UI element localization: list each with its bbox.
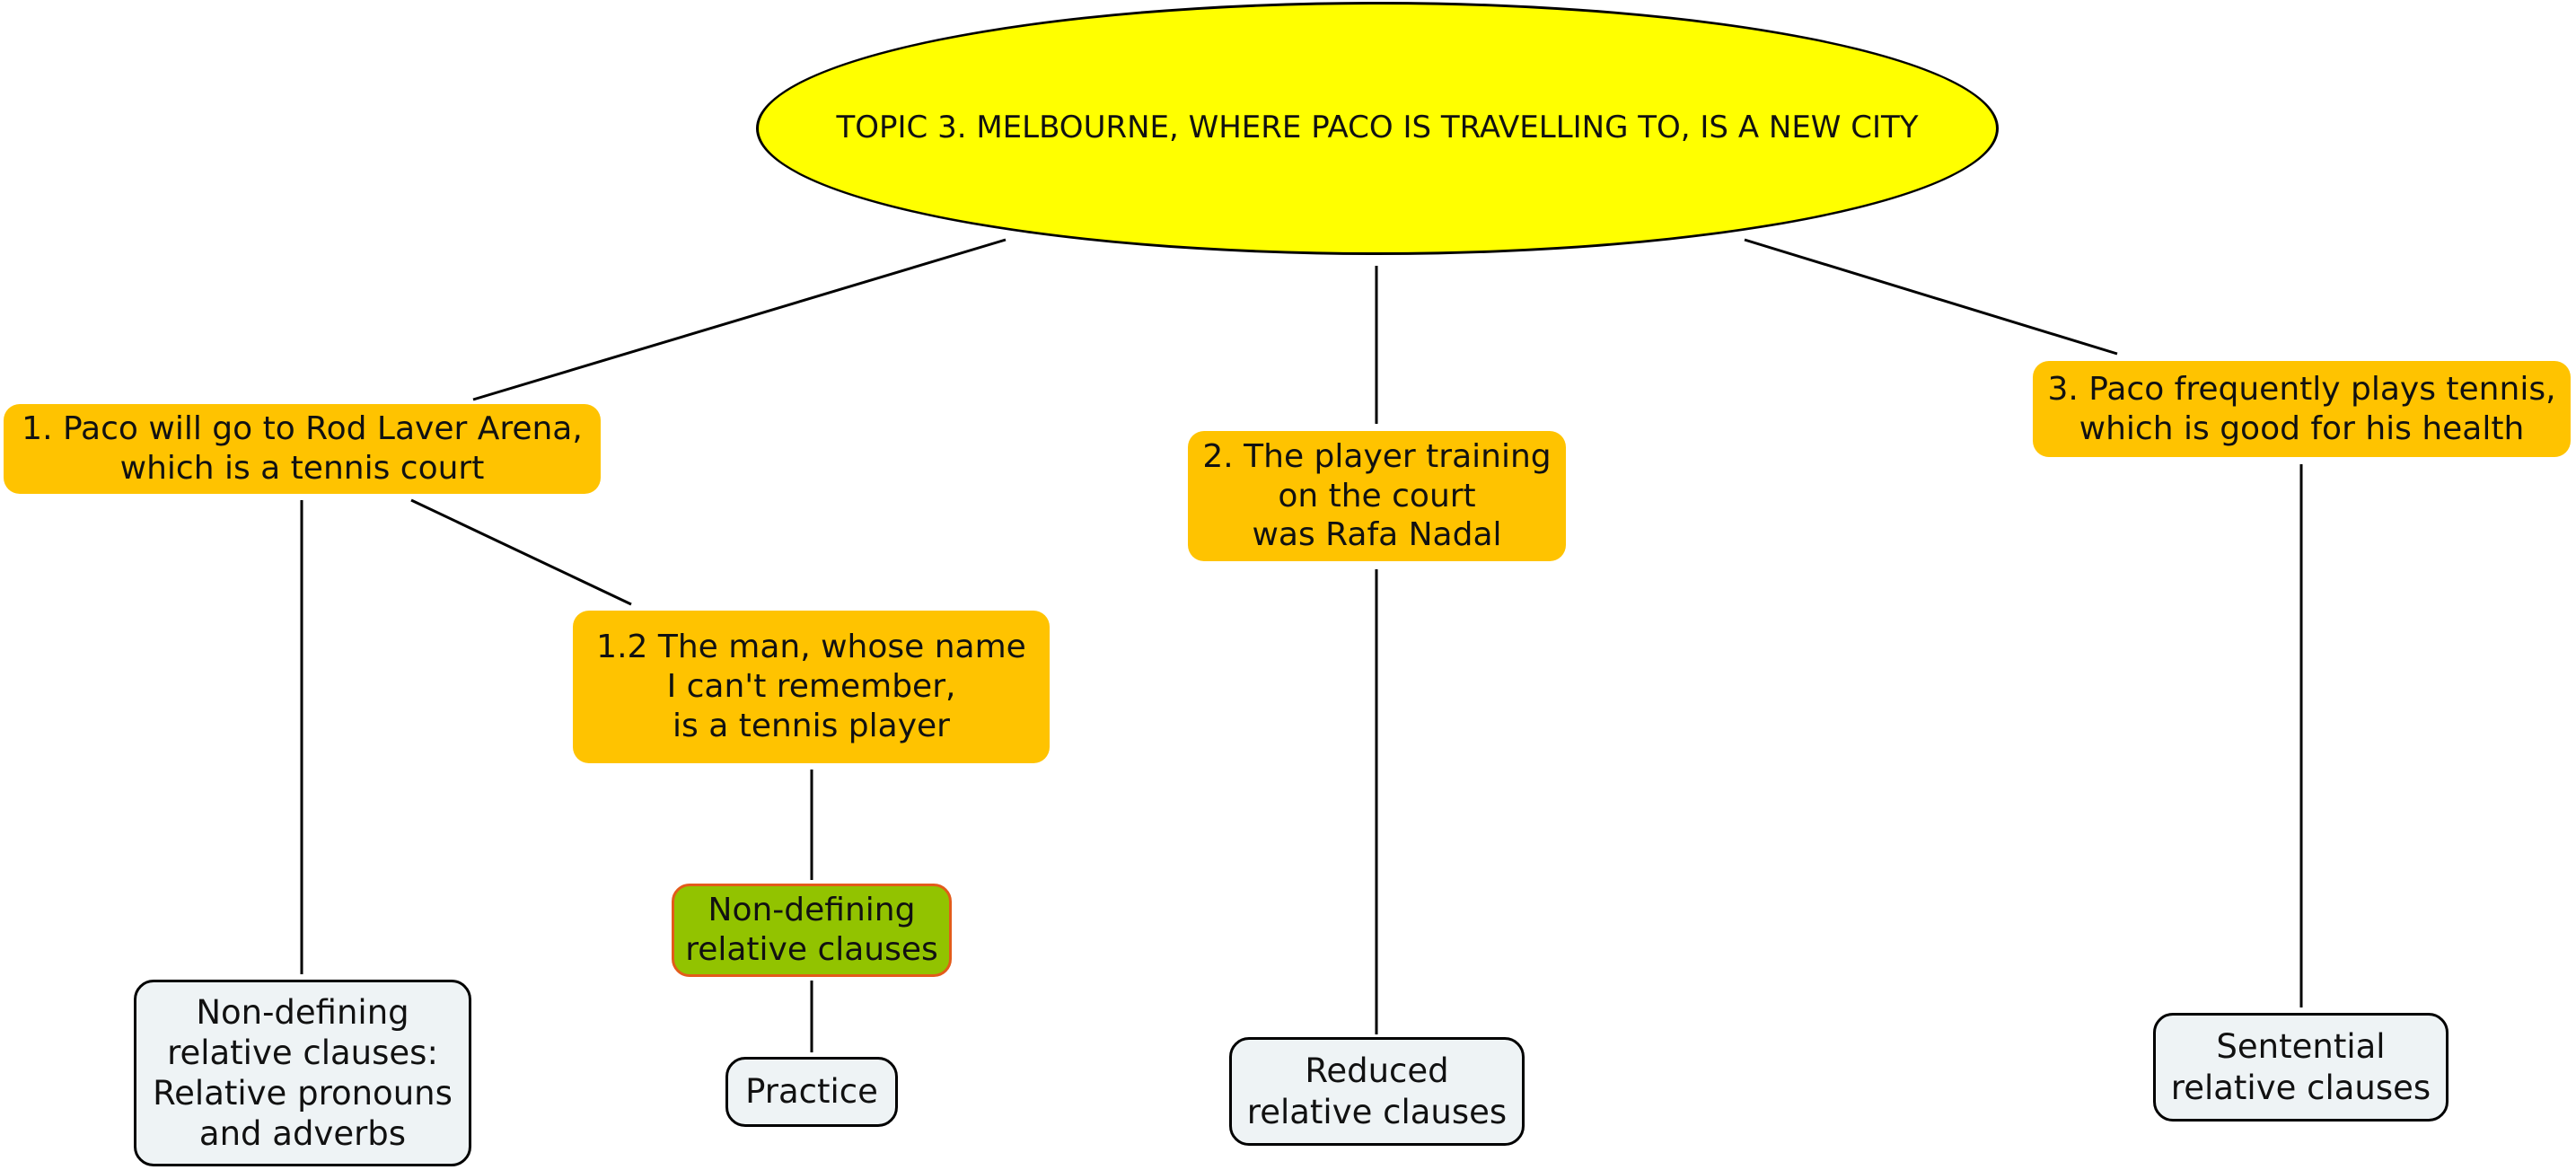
relative-pronouns-label: Non-defining relative clauses: Relative … [153,992,453,1154]
link-branch1-branch1-2 [410,498,632,606]
branch-1-2-node[interactable]: 1.2 The man, whose name I can't remember… [573,611,1050,763]
branch-3-label: 3. Paco frequently plays tennis, which i… [2047,370,2556,447]
non-defining-clauses-label: Non-defining relative clauses [685,892,938,968]
non-defining-clauses-node[interactable]: Non-defining relative clauses [672,884,952,977]
branch-1-2-label: 1.2 The man, whose name I can't remember… [596,629,1026,744]
topic-ellipse[interactable]: TOPIC 3. MELBOURNE, WHERE PACO IS TRAVEL… [756,2,1999,255]
topic-label: TOPIC 3. MELBOURNE, WHERE PACO IS TRAVEL… [836,110,1919,146]
sentential-clauses-node[interactable]: Sentential relative clauses [2153,1013,2449,1122]
relative-pronouns-node[interactable]: Non-defining relative clauses: Relative … [134,980,471,1166]
reduced-clauses-label: Reduced relative clauses [1246,1051,1508,1131]
branch-2-node[interactable]: 2. The player training on the court was … [1188,431,1566,561]
reduced-clauses-node[interactable]: Reduced relative clauses [1229,1037,1525,1146]
practice-node[interactable]: Practice [725,1057,898,1127]
link-topic-branch1 [472,238,1007,401]
branch-1-label: 1. Paco will go to Rod Laver Arena, whic… [22,410,583,487]
link-topic-branch3 [1744,238,2118,356]
branch-3-node[interactable]: 3. Paco frequently plays tennis, which i… [2033,361,2571,457]
sentential-clauses-label: Sentential relative clauses [2170,1027,2431,1107]
branch-1-node[interactable]: 1. Paco will go to Rod Laver Arena, whic… [4,404,601,494]
practice-label: Practice [745,1072,878,1112]
branch-2-label: 2. The player training on the court was … [1202,437,1552,554]
